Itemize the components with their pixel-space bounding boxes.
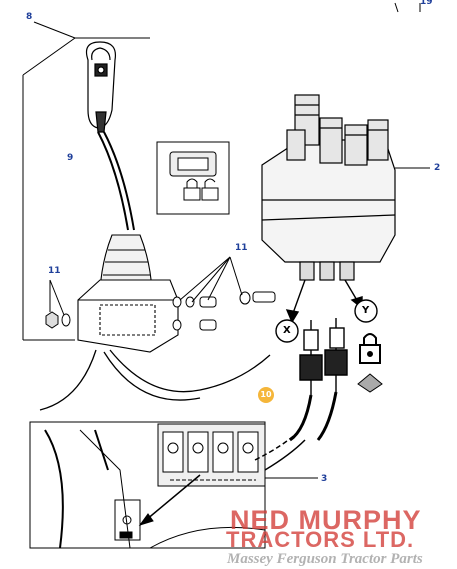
- assembly-bracket: [22, 2, 421, 341]
- lock-symbol: [357, 333, 383, 393]
- fastener-set: [45, 256, 276, 331]
- callout-11-right: 11: [235, 243, 248, 253]
- cab-installation: [29, 421, 318, 549]
- marker-y: Y: [362, 305, 370, 316]
- joystick-cables: [39, 349, 271, 411]
- callout-2: 2: [434, 163, 441, 173]
- marker-x: X: [283, 325, 291, 336]
- watermark-line2: TRACTORS LTD.: [226, 527, 415, 552]
- callout-9: 9: [67, 153, 74, 163]
- watermark-line1: NED MURPHY: [230, 505, 422, 535]
- callout-8: 8: [26, 12, 33, 22]
- callout-10-badge: 10: [258, 387, 274, 403]
- watermark-tagline: Massey Ferguson Tractor Parts: [227, 551, 423, 567]
- callout-3: 3: [321, 474, 328, 484]
- joystick-lever: [85, 41, 135, 231]
- connector-arrows: [275, 279, 378, 442]
- joystick-boot: [77, 234, 179, 353]
- callout-19: 19: [420, 0, 433, 7]
- control-valve: [261, 94, 430, 281]
- callout-11-left: 11: [48, 266, 61, 276]
- lock-detail-box: [156, 141, 230, 215]
